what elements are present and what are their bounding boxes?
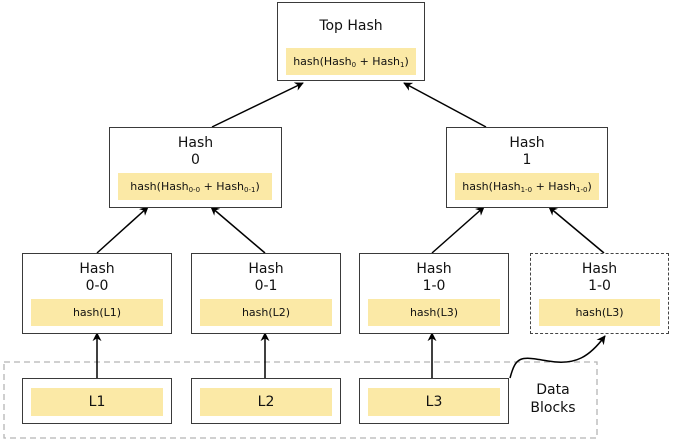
hash-1-0-duplicate-node: Hash 1-0 hash(L3) [530,253,669,334]
hash-0-node: Hash 0 hash(Hash0-0 + Hash0-1) [109,127,282,208]
data-blocks-region [3,361,598,439]
edge-hash10-hash1 [431,206,485,254]
data-block-l2: L2 [191,378,341,424]
hash-0-1-formula: hash(L2) [200,299,332,326]
data-block-l1: L1 [22,378,172,424]
data-blocks-label-line1: Data [536,382,570,398]
edge-hash1-top [403,82,487,128]
data-block-l3-label: L3 [368,388,500,416]
hash-1-0-title-line1: Hash [416,261,452,277]
hash-1-title-line1: Hash [509,135,545,151]
hash-0-1-title-line1: Hash [248,261,284,277]
hash-1-formula: hash(Hash1-0 + Hash1-0) [455,173,599,200]
hash-0-title-line1: Hash [177,135,214,151]
hash-0-0-title-line1: Hash [79,261,115,277]
top-hash-node: Top Hash hash(Hash0 + Hash1) [277,2,425,81]
hash-1-title-line2: 1 [522,152,532,168]
edge-hash01-hash0 [210,206,266,254]
hash-1-0-duplicate-title-line2: 1-0 [588,278,611,294]
edge-hash00-hash0 [96,206,149,254]
hash-1-0-formula: hash(L3) [368,299,500,326]
data-block-l3: L3 [359,378,509,424]
data-blocks-label-line2: Blocks [530,400,576,416]
hash-0-1-title-line2: 0-1 [254,278,278,294]
hash-0-formula: hash(Hash0-0 + Hash0-1) [118,173,272,200]
hash-1-0-duplicate-title-line1: Hash [581,261,618,277]
hash-0-title-line2: 0 [191,152,200,168]
hash-1-0-title-line2: 1-0 [422,278,446,294]
edge-hash10dup-hash1 [548,206,605,254]
hash-0-1-node: Hash 0-1 hash(L2) [191,253,341,334]
data-block-l2-label: L2 [200,388,332,416]
top-hash-title: Top Hash [319,18,383,34]
hash-0-0-title-line2: 0-0 [85,278,109,294]
hash-0-0-formula: hash(L1) [31,299,163,326]
hash-1-0-duplicate-formula: hash(L3) [539,299,660,326]
hash-1-node: Hash 1 hash(Hash1-0 + Hash1-0) [446,127,608,208]
hash-0-0-node: Hash 0-0 hash(L1) [22,253,172,334]
edge-hash0-top [211,82,304,128]
edge-l3-hash10-duplicate [509,335,606,379]
data-block-l1-label: L1 [31,388,163,416]
hash-1-0-node: Hash 1-0 hash(L3) [359,253,509,334]
top-hash-formula: hash(Hash0 + Hash1) [286,48,416,75]
